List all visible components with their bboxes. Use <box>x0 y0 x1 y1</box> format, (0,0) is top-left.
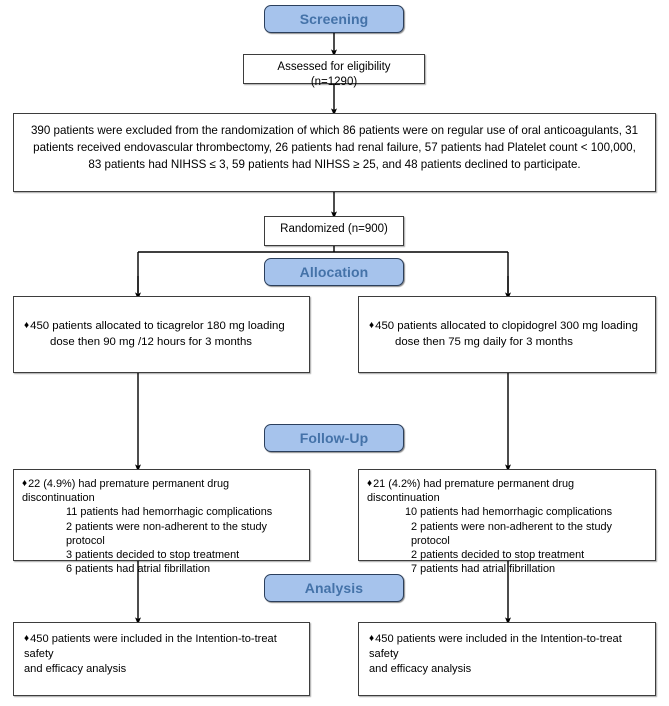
allocation-left-line1-wrap: ♦450 patients allocated to ticagrelor 18… <box>24 319 299 335</box>
diamond-bullet-icon: ♦ <box>369 320 375 331</box>
allocation-right-line1: 450 patients allocated to clopidogrel 30… <box>375 320 638 332</box>
allocation-left-line1: 450 patients allocated to ticagrelor 180… <box>30 320 285 332</box>
allocation-right-line2: dose then 75 mg daily for 3 months <box>395 335 573 348</box>
stage-label-followup-text: Follow-Up <box>299 430 369 446</box>
stage-label-screening-text: Screening <box>299 11 369 27</box>
followup-right-item-3: 7 patients had atrial fibrillation <box>411 563 556 576</box>
followup-right-headline-cont: discontinuation <box>367 492 440 505</box>
allocation-left-line2: dose then 90 mg /12 hours for 3 months <box>50 335 252 348</box>
followup-right-headline: 21 (4.2%) had premature permanent drug <box>373 478 575 490</box>
box-analysis-left: ♦450 patients were included in the Inten… <box>13 622 310 696</box>
box-analysis-right: ♦450 patients were included in the Inten… <box>358 622 656 696</box>
box-assessed-text: Assessed for eligibility (n=1290) <box>277 61 391 89</box>
stage-label-screening: Screening <box>264 5 404 33</box>
box-assessed-for-eligibility: Assessed for eligibility (n=1290) <box>243 54 425 88</box>
followup-right-item-0: 10 patients had hemorrhagic complication… <box>405 506 613 519</box>
analysis-left-line1: 450 patients were included in the Intent… <box>24 633 277 660</box>
box-excluded-text: 390 patients were excluded from the rand… <box>30 124 639 171</box>
analysis-right-line2: and efficacy analysis <box>369 662 472 675</box>
followup-right-headline-wrap: ♦21 (4.2%) had premature permanent drug <box>367 477 647 491</box>
followup-left-item-2: 3 patients decided to stop treatment <box>66 548 240 561</box>
stage-label-analysis: Analysis <box>264 574 404 602</box>
allocation-right-line1-wrap: ♦450 patients allocated to clopidogrel 3… <box>369 319 645 335</box>
followup-left-headline: 22 (4.9%) had premature permanent drug <box>28 478 230 490</box>
analysis-right-line1: 450 patients were included in the Intent… <box>369 633 622 660</box>
followup-left-headline-wrap: ♦22 (4.9%) had premature permanent drug <box>22 477 301 491</box>
box-followup-left: ♦22 (4.9%) had premature permanent drug … <box>13 469 310 575</box>
diamond-bullet-icon: ♦ <box>367 478 373 489</box>
box-randomized: Randomized (n=900) <box>264 216 404 246</box>
followup-right-item-1: 2 patients were non-adherent to the stud… <box>411 520 613 547</box>
followup-left-item-1: 2 patients were non-adherent to the stud… <box>66 520 268 547</box>
followup-left-item-0: 11 patients had hemorrhagic complication… <box>66 506 273 519</box>
stage-label-allocation: Allocation <box>264 258 404 286</box>
followup-right-item-2: 2 patients decided to stop treatment <box>411 548 585 561</box>
analysis-right-line1-wrap: ♦450 patients were included in the Inten… <box>369 632 645 662</box>
followup-left-headline-cont: discontinuation <box>22 492 95 505</box>
stage-label-allocation-text: Allocation <box>299 264 369 280</box>
box-allocation-left-body: ♦450 patients allocated to ticagrelor 18… <box>14 297 309 350</box>
analysis-left-line1-wrap: ♦450 patients were included in the Inten… <box>24 632 299 662</box>
box-followup-right: ♦21 (4.2%) had premature permanent drug … <box>358 469 656 575</box>
box-followup-left-body: ♦22 (4.9%) had premature permanent drug … <box>14 470 309 576</box>
box-analysis-left-body: ♦450 patients were included in the Inten… <box>14 623 309 677</box>
stage-label-followup: Follow-Up <box>264 424 404 452</box>
box-randomized-text: Randomized (n=900) <box>280 223 388 235</box>
diamond-bullet-icon: ♦ <box>369 633 375 644</box>
diamond-bullet-icon: ♦ <box>22 478 28 489</box>
followup-left-item-3: 6 patients had atrial fibrillation <box>66 563 211 576</box>
box-allocation-left: ♦450 patients allocated to ticagrelor 18… <box>13 296 310 373</box>
box-excluded-patients: 390 patients were excluded from the rand… <box>13 113 656 192</box>
stage-label-analysis-text: Analysis <box>304 580 364 596</box>
box-followup-right-body: ♦21 (4.2%) had premature permanent drug … <box>359 470 655 576</box>
diamond-bullet-icon: ♦ <box>24 320 30 331</box>
box-analysis-right-body: ♦450 patients were included in the Inten… <box>359 623 655 677</box>
box-allocation-right-body: ♦450 patients allocated to clopidogrel 3… <box>359 297 655 350</box>
diamond-bullet-icon: ♦ <box>24 633 30 644</box>
box-allocation-right: ♦450 patients allocated to clopidogrel 3… <box>358 296 656 373</box>
analysis-left-line2: and efficacy analysis <box>24 662 127 675</box>
